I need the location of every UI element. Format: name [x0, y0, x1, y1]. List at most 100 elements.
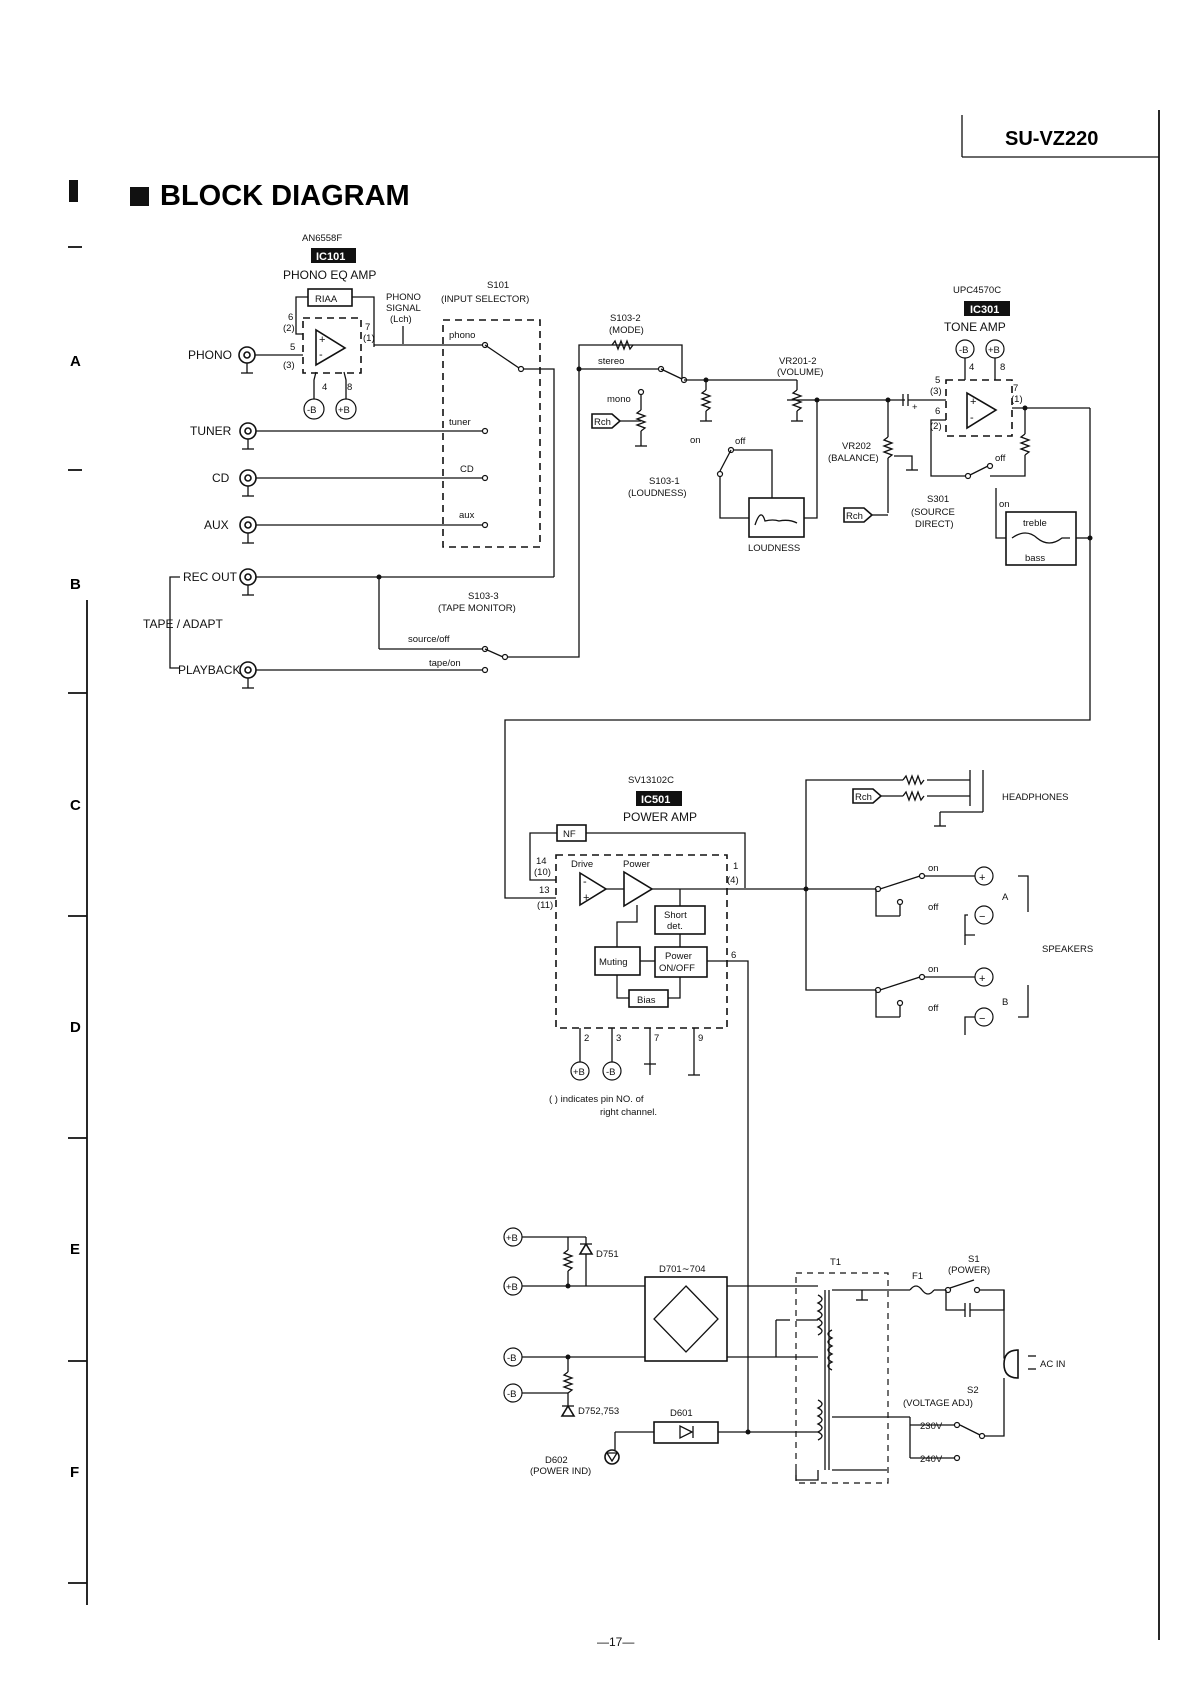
- grid-row-b: B: [70, 576, 81, 593]
- grid-row-c: C: [70, 797, 81, 814]
- svg-text:phono: phono: [449, 330, 475, 341]
- svg-text:S103-3: S103-3: [468, 591, 499, 602]
- tone-amp: UPC4570C IC301 TONE AMP -B +B 4 8 + - 5 …: [504, 285, 1093, 899]
- svg-text:3: 3: [616, 1033, 621, 1044]
- svg-text:1: 1: [733, 861, 738, 872]
- ac-in-label: AC IN: [1040, 1359, 1065, 1370]
- svg-text:(INPUT SELECTOR): (INPUT SELECTOR): [441, 294, 529, 305]
- svg-text:Power: Power: [623, 859, 650, 870]
- svg-text:(1): (1): [363, 333, 375, 344]
- mode-switch-s103-2: S103-2 (MODE) stereo mono Rch: [576, 313, 688, 447]
- grid-ruler: A B C D E F: [68, 246, 88, 1605]
- svg-text:-B: -B: [507, 1389, 517, 1400]
- svg-text:+: +: [583, 892, 589, 904]
- svg-text:6: 6: [731, 950, 736, 961]
- svg-text:ON/OFF: ON/OFF: [659, 963, 695, 974]
- svg-text:Power: Power: [665, 951, 692, 962]
- svg-text:-: -: [319, 349, 323, 361]
- svg-text:(VOLUME): (VOLUME): [777, 367, 823, 378]
- svg-text:SIGNAL: SIGNAL: [386, 303, 421, 314]
- svg-text:+: +: [979, 872, 985, 884]
- grid-row-e: E: [70, 1241, 80, 1258]
- svg-text:7: 7: [654, 1033, 659, 1044]
- muting-block: [594, 946, 641, 976]
- ic301-label: IC301: [970, 304, 999, 316]
- svg-text:off: off: [928, 1003, 939, 1014]
- loudness-block: [748, 497, 805, 538]
- svg-text:+B: +B: [506, 1233, 518, 1244]
- svg-text:VR201-2: VR201-2: [779, 356, 817, 367]
- input-selector-s101: S101 (INPUT SELECTOR) phono tuner CD aux: [374, 280, 555, 577]
- phono-eq-amp: AN6558F IC101 PHONO EQ AMP RIAA + - 6 (2…: [283, 233, 421, 420]
- page-number: —17—: [597, 1635, 634, 1649]
- svg-text:(Lch): (Lch): [390, 314, 412, 325]
- svg-text:S103-1: S103-1: [649, 476, 680, 487]
- svg-text:6: 6: [288, 312, 293, 323]
- svg-text:A: A: [1002, 892, 1009, 903]
- svg-text:D752,753: D752,753: [578, 1406, 619, 1417]
- svg-text:DIRECT): DIRECT): [915, 519, 954, 530]
- model-number: SU-VZ220: [1005, 128, 1098, 150]
- svg-text:NF: NF: [563, 829, 576, 840]
- svg-text:(POWER IND): (POWER IND): [530, 1466, 591, 1477]
- svg-text:5: 5: [290, 342, 295, 353]
- svg-text:Muting: Muting: [599, 957, 628, 968]
- svg-text:VR202: VR202: [842, 441, 871, 452]
- speakers-label: SPEAKERS: [1042, 944, 1093, 955]
- svg-text:(BALANCE): (BALANCE): [828, 453, 879, 464]
- svg-text:tuner: tuner: [449, 417, 471, 428]
- volume-vr201-2: VR201-2 (VOLUME): [684, 356, 823, 422]
- ic101-label: IC101: [316, 251, 345, 263]
- svg-text:S1: S1: [968, 1254, 980, 1265]
- svg-text:UPC4570C: UPC4570C: [953, 285, 1001, 296]
- tape-adapt-label: TAPE / ADAPT: [143, 617, 223, 631]
- ic501-label: IC501: [641, 794, 670, 806]
- cd-input-label: CD: [212, 471, 230, 485]
- margin-mark: [69, 180, 78, 202]
- input-jacks: PHONO TUNER CD AUX REC OUT TAPE / ADAPT …: [143, 346, 554, 689]
- svg-text:−: −: [979, 911, 985, 923]
- outputs: Rch HEADPHONES on + off − A on: [727, 770, 1093, 1035]
- svg-text:5: 5: [935, 375, 940, 386]
- tone-amp-title: TONE AMP: [944, 320, 1006, 334]
- svg-text:-B: -B: [959, 345, 969, 356]
- svg-text:14: 14: [536, 856, 547, 867]
- svg-text:bass: bass: [1025, 553, 1045, 564]
- svg-text:(4): (4): [727, 875, 739, 886]
- svg-text:S2: S2: [967, 1385, 979, 1396]
- svg-text:8: 8: [347, 382, 352, 393]
- phono-input-label: PHONO: [188, 348, 232, 362]
- svg-text:+B: +B: [988, 345, 1000, 356]
- phono-eq-amp-title: PHONO EQ AMP: [283, 268, 376, 282]
- svg-text:9: 9: [698, 1033, 703, 1044]
- svg-text:(10): (10): [534, 867, 551, 878]
- svg-text:13: 13: [539, 885, 550, 896]
- svg-text:(3): (3): [283, 360, 295, 371]
- svg-text:off: off: [928, 902, 939, 913]
- svg-text:(POWER): (POWER): [948, 1265, 990, 1276]
- svg-text:LOUDNESS: LOUDNESS: [748, 543, 800, 554]
- svg-text:D602: D602: [545, 1455, 568, 1466]
- svg-text:-B: -B: [606, 1067, 616, 1078]
- svg-text:on: on: [928, 964, 939, 975]
- svg-text:S301: S301: [927, 494, 949, 505]
- svg-text:Rch: Rch: [855, 792, 872, 803]
- svg-text:+B: +B: [506, 1282, 518, 1293]
- svg-text:+: +: [979, 973, 985, 985]
- svg-text:stereo: stereo: [598, 356, 624, 367]
- svg-text:(1): (1): [1011, 394, 1023, 405]
- page-title: BLOCK DIAGRAM: [160, 180, 410, 212]
- svg-text:Short: Short: [664, 910, 687, 921]
- svg-text:240V: 240V: [920, 1454, 943, 1465]
- power-supply: +B +B -B -B D751 D701∼704 D752,753 D601: [503, 1227, 1065, 1484]
- riaa-label: RIAA: [315, 294, 338, 305]
- svg-text:on: on: [928, 863, 939, 874]
- grid-row-d: D: [70, 1019, 81, 1036]
- svg-text:(11): (11): [537, 900, 553, 911]
- tuner-input-label: TUNER: [190, 424, 232, 438]
- svg-text:(2): (2): [930, 421, 942, 432]
- svg-text:(LOUDNESS): (LOUDNESS): [628, 488, 687, 499]
- balance-vr202: VR202 (BALANCE) Rch +: [817, 394, 918, 523]
- svg-text:F1: F1: [912, 1271, 923, 1282]
